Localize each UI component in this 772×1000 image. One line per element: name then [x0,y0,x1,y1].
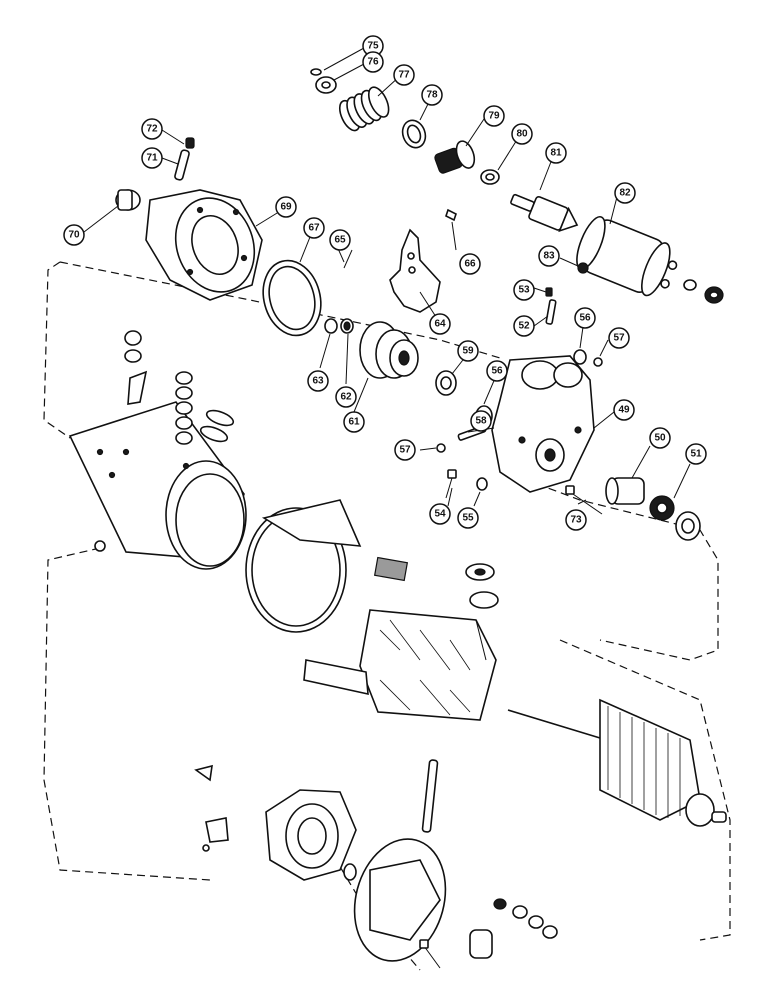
callout-label: 80 [516,129,528,140]
bushings-and-bolts [445,469,701,541]
callout-55: 55 [457,507,479,529]
callout-label: 52 [518,321,530,332]
callout-label: 77 [398,70,410,81]
callout-61: 61 [343,411,365,433]
callout-label: 56 [491,366,503,377]
callout-label: 62 [340,392,352,403]
callout-49: 49 [613,399,635,421]
callout-label: 57 [399,445,411,456]
callout-70: 70 [63,224,85,246]
armature [507,698,727,827]
callout-67: 67 [303,217,325,239]
shift-lever [389,228,441,313]
callout-label: 57 [613,333,625,344]
callout-69: 69 [275,196,297,218]
callout-51: 51 [685,443,707,465]
callout-label: 69 [280,202,292,213]
callout-label: 49 [618,405,630,416]
field-frame [68,330,247,570]
callout-80: 80 [511,123,533,145]
callout-81: 81 [545,142,567,164]
callout-label: 76 [367,57,379,68]
callout-label: 65 [334,235,346,246]
drive-housing [115,137,263,301]
gasket-and-pins [262,208,457,337]
callout-52: 52 [513,315,535,337]
callout-label: 82 [619,188,631,199]
callout-56-lower: 56 [486,360,508,382]
callout-label: 67 [308,223,320,234]
callout-59: 59 [457,340,479,362]
callout-label: 79 [488,111,500,122]
callout-57-upper: 57 [608,327,630,349]
callout-label: 83 [543,251,555,262]
brush-plate [194,764,357,881]
callout-53: 53 [513,279,535,301]
callout-label: 70 [68,230,80,241]
callout-73: 73 [565,509,587,531]
callout-65: 65 [329,229,351,251]
callout-label: 61 [348,417,360,428]
callout-label: 50 [654,433,666,444]
callout-64: 64 [429,313,451,335]
callout-label: 63 [312,376,324,387]
callout-71: 71 [141,147,163,169]
callout-83: 83 [538,245,560,267]
callout-label: 51 [690,449,702,460]
callout-label: 73 [570,515,582,526]
callout-72: 72 [141,118,163,140]
callout-label: 81 [550,148,562,159]
callout-label: 55 [462,513,474,524]
callout-label: 59 [462,346,474,357]
callout-50: 50 [649,427,671,449]
callout-label: 75 [367,41,379,52]
callout-79: 79 [483,105,505,127]
field-insulator [245,499,409,633]
callout-76: 76 [362,51,384,73]
callout-57-lower: 57 [394,439,416,461]
field-coils [303,563,499,721]
callout-label: 72 [146,124,158,135]
callout-label: 54 [434,509,446,520]
callout-label: 53 [518,285,530,296]
callout-62: 62 [335,386,357,408]
callout-54: 54 [429,503,451,525]
callout-82: 82 [614,182,636,204]
callout-78: 78 [421,84,443,106]
callout-63: 63 [307,370,329,392]
callout-label: 71 [146,153,158,164]
callout-label: 78 [426,90,438,101]
callout-66: 66 [459,253,481,275]
callout-label: 64 [434,319,446,330]
callout-label: 66 [464,259,476,270]
pinion-drive [324,318,457,396]
callout-77: 77 [393,64,415,86]
assembly-guide-lower [43,547,731,971]
commutator-end-housing [436,287,603,493]
callout-label: 58 [475,416,487,427]
callout-58: 58 [470,410,492,432]
end-cap [353,759,558,969]
callout-label: 56 [579,313,591,324]
callout-56-upper: 56 [574,307,596,329]
plunger-assembly [310,68,724,304]
